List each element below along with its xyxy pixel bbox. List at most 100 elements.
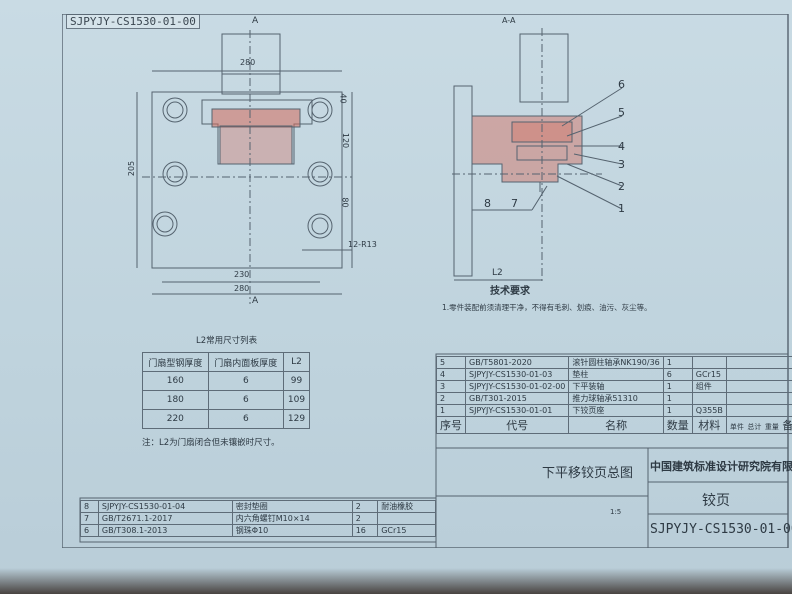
bom-cell bbox=[725, 368, 792, 381]
dim-l2: L2 bbox=[492, 268, 503, 278]
hole-note: 12-R13 bbox=[348, 240, 377, 249]
parts-cell: 6 bbox=[80, 524, 99, 537]
parts-cell: 16 bbox=[351, 524, 379, 537]
bom-cell: 3 bbox=[436, 380, 466, 393]
dim-bottom-inner: 230 bbox=[234, 270, 250, 279]
bom-header-total: 总计 bbox=[747, 423, 762, 431]
bom-cell bbox=[725, 356, 792, 369]
parts-cell: 内六角螺钉M10×14 bbox=[231, 512, 353, 525]
bom-cell: 1 bbox=[662, 392, 693, 405]
parts-cell: 2 bbox=[351, 512, 379, 525]
parts-cell: SJPYJY-CS1530-01-04 bbox=[97, 500, 233, 513]
parts-cell bbox=[377, 512, 436, 525]
balloon-4: 4 bbox=[618, 140, 625, 153]
bom-cell: 6 bbox=[662, 368, 693, 381]
corner-drawing-code: SJPYJY-CS1530-01-00 bbox=[66, 14, 200, 29]
bom-cell: 下铰页座 bbox=[568, 404, 664, 417]
parts-cell: 耐油橡胶 bbox=[377, 500, 436, 513]
parts-cell: GCr15 bbox=[377, 524, 436, 537]
bom-cell: 滚针圆柱轴承NK190/36 bbox=[568, 356, 664, 369]
l2-table-note: 注：L2为门扇闭合但未镶嵌时尺寸。 bbox=[142, 438, 280, 448]
dim-top-width: 280 bbox=[240, 58, 256, 67]
bom-cell: 4 bbox=[436, 368, 466, 381]
parts-cell: 钢珠Φ10 bbox=[231, 524, 353, 537]
parts-cell: GB/T2671.1-2017 bbox=[97, 512, 233, 525]
parts-cell: 2 bbox=[351, 500, 379, 513]
dim-bottom-width: 280 bbox=[234, 284, 250, 293]
balloon-8: 8 bbox=[484, 197, 491, 210]
bom-cell: 垫柱 bbox=[568, 368, 664, 381]
section-mark-bottom: A bbox=[252, 296, 259, 306]
l2-cell: 99 bbox=[282, 371, 311, 391]
bom-cell bbox=[691, 392, 727, 405]
bom-cell: GB/T301-2015 bbox=[464, 392, 570, 405]
bom-header-single: 单件 bbox=[729, 423, 744, 431]
parts-cell: 8 bbox=[80, 500, 99, 513]
table-row: 160 6 99 bbox=[142, 371, 311, 391]
parts-cell: 7 bbox=[80, 512, 99, 525]
bom-header-name: 名称 bbox=[568, 416, 664, 434]
l2-header-steel: 门扇型钢厚度 bbox=[142, 352, 209, 372]
parts-table: 8 SJPYJY-CS1530-01-04 密封垫圈 2 耐油橡胶 7 GB/T… bbox=[80, 500, 436, 537]
bom-header-code: 代号 bbox=[464, 416, 570, 434]
drawing-linework bbox=[62, 14, 789, 548]
balloon-2: 2 bbox=[618, 180, 625, 193]
bom-header-mat: 材料 bbox=[691, 416, 727, 434]
bom-cell: 2 bbox=[436, 392, 466, 405]
dim-right-80: 80 bbox=[340, 197, 350, 208]
l2-cell: 6 bbox=[207, 390, 284, 410]
bom-cell: 下平装轴 bbox=[568, 380, 664, 393]
balloon-3: 3 bbox=[618, 158, 625, 171]
l2-cell: 180 bbox=[142, 390, 209, 410]
bom-header-extra: 单件 总计 重量 备注 bbox=[725, 416, 792, 434]
part-name: 铰页 bbox=[702, 493, 730, 509]
parts-cell: GB/T308.1-2013 bbox=[97, 524, 233, 537]
bom-header-no: 序号 bbox=[436, 416, 466, 434]
table-row: 1 SJPYJY-CS1530-01-01 下铰页座 1 Q355B bbox=[436, 404, 792, 417]
bom-header-weight: 重量 bbox=[764, 423, 779, 431]
bom-cell bbox=[725, 404, 792, 417]
table-row: 5 GB/T5801-2020 滚针圆柱轴承NK190/36 1 bbox=[436, 356, 792, 369]
balloon-6: 6 bbox=[618, 78, 625, 91]
l2-header-l2: L2 bbox=[282, 352, 311, 372]
section-mark-top: A bbox=[252, 16, 259, 26]
table-row: 8 SJPYJY-CS1530-01-04 密封垫圈 2 耐油橡胶 bbox=[80, 500, 436, 513]
section-title: A-A bbox=[502, 16, 516, 25]
bom-cell bbox=[691, 356, 727, 369]
table-row: 3 SJPYJY-CS1530-01-02-00 下平装轴 1 组件 bbox=[436, 380, 792, 393]
balloon-7: 7 bbox=[511, 197, 518, 210]
bom-cell: Q355B bbox=[691, 404, 727, 417]
bom-header-qty: 数量 bbox=[662, 416, 693, 434]
bom-table: 5 GB/T5801-2020 滚针圆柱轴承NK190/36 1 4 SJPYJ… bbox=[436, 356, 792, 434]
dim-right-40: 40 bbox=[338, 93, 348, 104]
bom-cell: SJPYJY-CS1530-01-01 bbox=[464, 404, 570, 417]
table-row: 2 GB/T301-2015 推力球轴承51310 1 bbox=[436, 392, 792, 405]
bom-cell: 组件 bbox=[691, 380, 727, 393]
drawing-frame: SJPYJY-CS1530-01-00 bbox=[62, 14, 792, 548]
bom-cell: 推力球轴承51310 bbox=[568, 392, 664, 405]
l2-table: 门扇型钢厚度 门扇内面板厚度 L2 160 6 99 180 6 109 220… bbox=[142, 352, 311, 429]
parts-cell: 密封垫圈 bbox=[231, 500, 353, 513]
l2-cell: 160 bbox=[142, 371, 209, 391]
bom-cell: SJPYJY-CS1530-01-03 bbox=[464, 368, 570, 381]
dim-total-height: 205 bbox=[127, 160, 137, 177]
company-name: 中国建筑标准设计研究院有限公司 bbox=[650, 460, 792, 473]
bom-cell bbox=[725, 392, 792, 405]
table-row: 7 GB/T2671.1-2017 内六角螺钉M10×14 2 bbox=[80, 512, 436, 525]
balloon-1: 1 bbox=[618, 202, 625, 215]
dim-right-120: 120 bbox=[341, 132, 351, 149]
bom-cell: GCr15 bbox=[691, 368, 727, 381]
balloon-5: 5 bbox=[618, 106, 625, 119]
tech-req-item-1: 1.零件装配前须清理干净，不得有毛刺、划痕、油污、灰尘等。 bbox=[442, 303, 652, 312]
bom-cell: 1 bbox=[662, 356, 693, 369]
bom-cell: GB/T5801-2020 bbox=[464, 356, 570, 369]
l2-cell: 220 bbox=[142, 409, 209, 429]
drawing-title: 下平移铰页总图 bbox=[542, 466, 634, 481]
bom-cell: 1 bbox=[662, 404, 693, 417]
bom-cell: 1 bbox=[436, 404, 466, 417]
table-row: 6 GB/T308.1-2013 钢珠Φ10 16 GCr15 bbox=[80, 524, 436, 537]
table-row: 220 6 129 bbox=[142, 409, 311, 429]
table-row: 4 SJPYJY-CS1530-01-03 垫柱 6 GCr15 bbox=[436, 368, 792, 381]
l2-cell: 6 bbox=[207, 409, 284, 429]
